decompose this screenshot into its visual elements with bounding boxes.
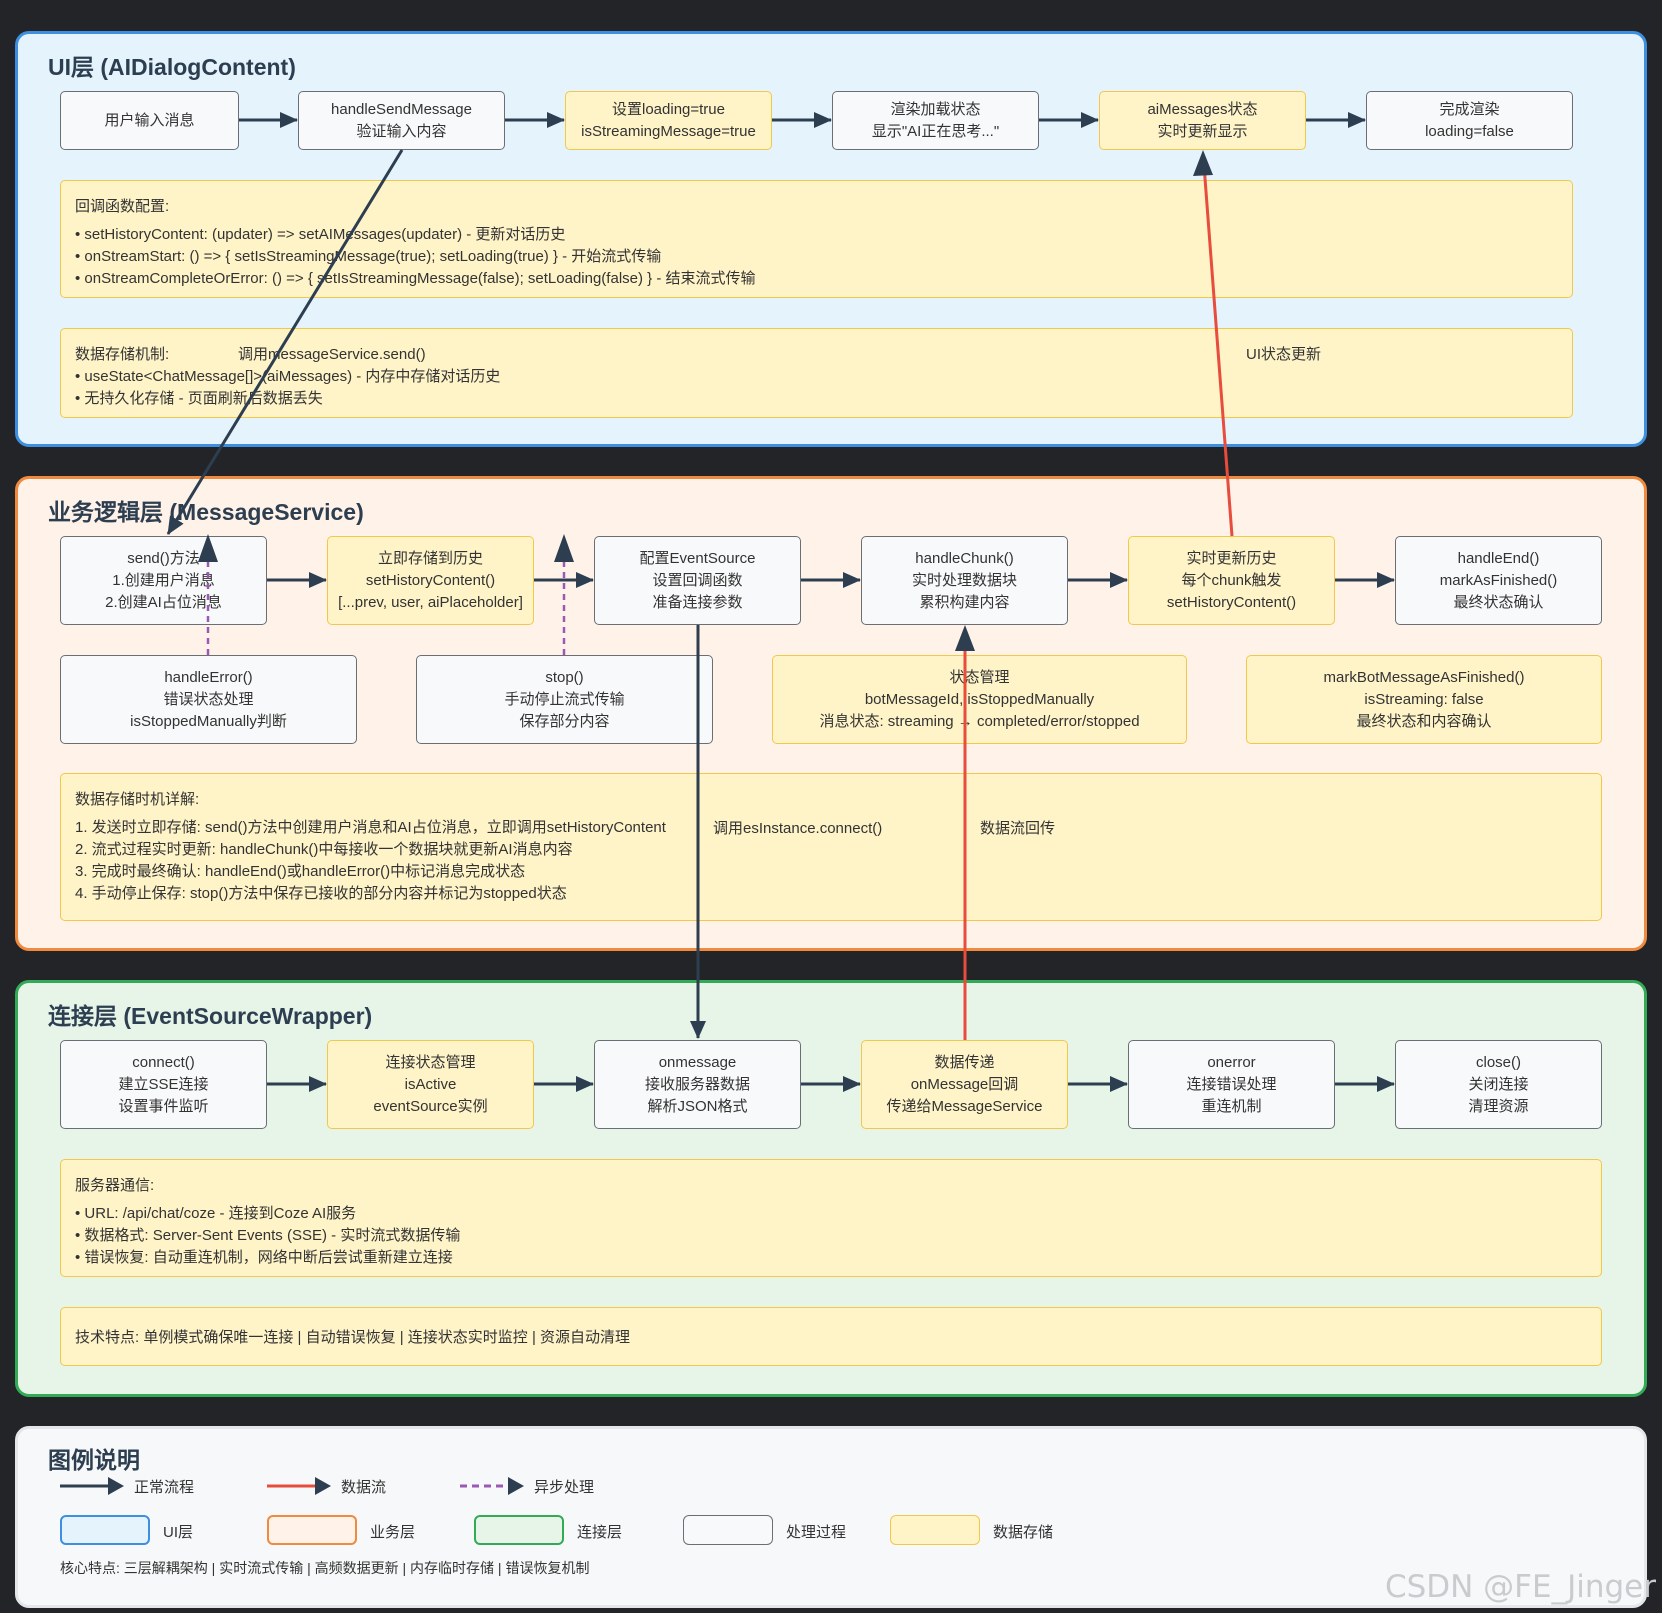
legend-swatch-business [267, 1515, 357, 1545]
legend-swatch-connection [474, 1515, 564, 1545]
tech-features-panel: 技术特点: 单例模式确保唯一连接 | 自动错误恢复 | 连接状态实时监控 | 资… [60, 1307, 1602, 1366]
storage-line: • 无持久化存储 - 页面刷新后数据丢失 [75, 390, 323, 407]
box-connect: connect()建立SSE连接设置事件监听 [60, 1040, 267, 1129]
edge-label-call-send: 调用messageService.send() [238, 346, 426, 363]
box-handle-end: handleEnd()markAsFinished()最终状态确认 [1395, 536, 1602, 625]
tech-features-text: 技术特点: 单例模式确保唯一连接 | 自动错误恢复 | 连接状态实时监控 | 资… [75, 1329, 631, 1346]
box-ai-messages-state: aiMessages状态实时更新显示 [1099, 91, 1306, 150]
legend-swatch-ui-label: UI层 [163, 1524, 194, 1541]
legend-swatch-storage-label: 数据存储 [993, 1524, 1054, 1541]
storage-panel-heading: 数据存储机制: [75, 346, 170, 363]
callback-line: • onStreamCompleteOrError: () => { setIs… [75, 270, 756, 287]
callback-config-panel: 回调函数配置: • setHistoryContent: (updater) =… [60, 180, 1573, 298]
timing-line: 2. 流式过程实时更新: handleChunk()中每接收一个数据块就更新AI… [75, 841, 573, 858]
callback-line: • setHistoryContent: (updater) => setAIM… [75, 226, 566, 243]
legend-swatch-connection-label: 连接层 [577, 1524, 623, 1541]
legend-summary: 核心特点: 三层解耦架构 | 实时流式传输 | 高频数据更新 | 内存临时存储 … [60, 1560, 590, 1576]
watermark: CSDN @FE_Jinger [1384, 1569, 1656, 1605]
server-line: • 错误恢复: 自动重连机制，网络中断后尝试重新建立连接 [75, 1249, 453, 1266]
callback-line: • onStreamStart: () => { setIsStreamingM… [75, 248, 662, 265]
server-line: • URL: /api/chat/coze - 连接到Coze AI服务 [75, 1205, 357, 1222]
box-close: close()关闭连接清理资源 [1395, 1040, 1602, 1129]
connection-layer-title: 连接层 (EventSourceWrapper) [48, 1003, 373, 1029]
timing-line: 4. 手动停止保存: stop()方法中保存已接收的部分内容并标记为stoppe… [75, 885, 567, 902]
box-user-input: 用户输入消息 [60, 91, 239, 150]
ui-layer-title: UI层 (AIDialogContent) [48, 54, 296, 80]
server-panel-heading: 服务器通信: [75, 1177, 155, 1194]
box-stop: stop()手动停止流式传输保存部分内容 [416, 655, 713, 744]
box-mark-finished: markBotMessageAsFinished()isStreaming: f… [1246, 655, 1602, 744]
legend-swatch-ui [60, 1515, 150, 1545]
legend-swatch-process [683, 1515, 773, 1545]
legend-swatch-storage [890, 1515, 980, 1545]
box-render-loading: 渲染加载状态显示"AI正在思考..." [832, 91, 1039, 150]
legend-title: 图例说明 [48, 1447, 140, 1473]
timing-line: 3. 完成时最终确认: handleEnd()或handleError()中标记… [75, 863, 526, 880]
business-layer-title: 业务逻辑层 (MessageService) [48, 499, 364, 525]
server-communication-panel: 服务器通信: • URL: /api/chat/coze - 连接到Coze A… [60, 1159, 1602, 1277]
legend-swatch-business-label: 业务层 [370, 1524, 416, 1541]
legend-data-flow-label: 数据流 [341, 1479, 387, 1496]
legend-swatch-process-label: 处理过程 [786, 1524, 847, 1541]
edge-label-ui-update: UI状态更新 [1246, 346, 1322, 363]
timing-panel-heading: 数据存储时机详解: [75, 791, 200, 808]
box-handle-chunk: handleChunk()实时处理数据块累积构建内容 [861, 536, 1068, 625]
legend-normal-flow-label: 正常流程 [134, 1479, 195, 1496]
edge-label-connect: 调用esInstance.connect() [713, 820, 883, 837]
storage-mechanism-panel: 数据存储机制: • useState<ChatMessage[]>(aiMess… [60, 328, 1573, 418]
legend-async-label: 异步处理 [534, 1479, 595, 1496]
timing-line: 1. 发送时立即存储: send()方法中创建用户消息和AI占位消息，立即调用s… [75, 819, 666, 836]
edge-label-data-back: 数据流回传 [980, 820, 1056, 837]
callback-panel-heading: 回调函数配置: [75, 198, 170, 215]
storage-timing-panel: 数据存储时机详解: 1. 发送时立即存储: send()方法中创建用户消息和AI… [60, 773, 1602, 921]
server-line: • 数据格式: Server-Sent Events (SSE) - 实时流式数… [75, 1227, 461, 1244]
storage-line: • useState<ChatMessage[]>(aiMessages) - … [75, 368, 501, 385]
